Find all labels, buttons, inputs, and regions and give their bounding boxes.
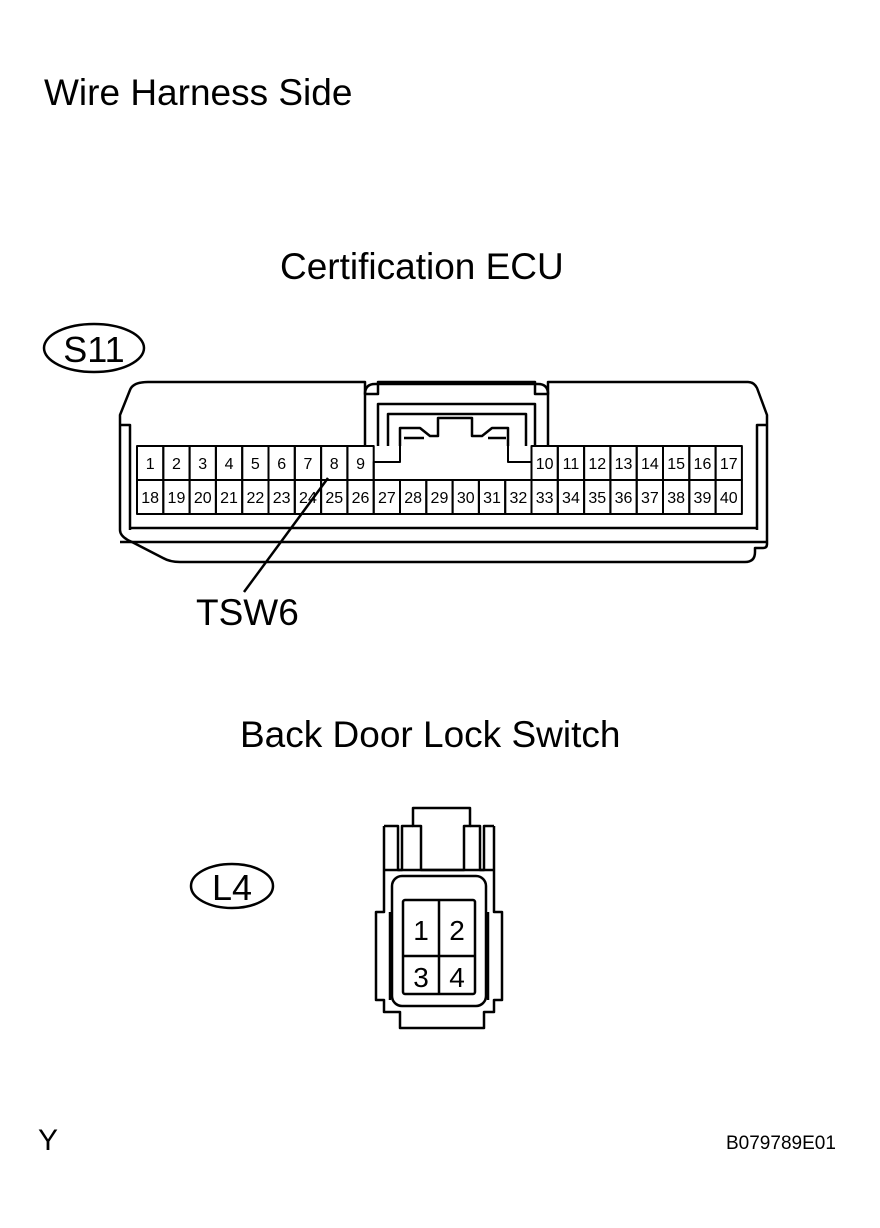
pin-label: 34: [562, 490, 580, 507]
switch-connector-title: Back Door Lock Switch: [240, 714, 621, 755]
switch-pin-label: 1: [413, 915, 429, 946]
pin-label: 6: [277, 456, 286, 473]
pin-label: 29: [431, 490, 449, 507]
pin-label: 1: [146, 456, 155, 473]
pin-label: 32: [509, 490, 527, 507]
s11-connector-id-badge: S11: [42, 322, 146, 374]
grid-gap-edge: [507, 446, 533, 480]
pin-label: 27: [378, 490, 396, 507]
pin-label: 8: [330, 456, 339, 473]
pin-label: 26: [352, 490, 370, 507]
pin-label: 33: [536, 490, 554, 507]
pin-label: 16: [694, 456, 712, 473]
pin-label: 14: [641, 456, 659, 473]
figure-id: B079789E01: [726, 1133, 836, 1154]
pin-label: 13: [615, 456, 633, 473]
switch-pin-label: 4: [449, 962, 465, 993]
pin-label: 10: [536, 456, 554, 473]
pin-label: 3: [198, 456, 207, 473]
pin-label: 37: [641, 490, 659, 507]
pin-label: 28: [404, 490, 422, 507]
pin-label: 25: [325, 490, 343, 507]
pin-label: 36: [615, 490, 633, 507]
tsw6-leader-line: [242, 477, 330, 593]
pin-label: 19: [168, 490, 186, 507]
pin-cell: [714, 479, 743, 515]
ecu-connector-body: [118, 380, 769, 564]
pin-label: 5: [251, 456, 260, 473]
pin-label: 17: [720, 456, 738, 473]
footer-code-left: Y: [38, 1124, 59, 1157]
grid-gap-edge: [372, 446, 401, 480]
pin-label: 18: [141, 490, 159, 507]
switch-pin-label: 3: [413, 962, 429, 993]
pin-label: 39: [694, 490, 712, 507]
pin-label: 15: [667, 456, 685, 473]
pin-label: 35: [588, 490, 606, 507]
l4-connector-id: L4: [212, 867, 252, 908]
tsw6-callout-label: TSW6: [196, 592, 299, 633]
pin-label: 40: [720, 490, 738, 507]
pin-label: 22: [246, 490, 264, 507]
pin-label: 24: [299, 490, 317, 507]
page-title: Wire Harness Side: [44, 72, 353, 113]
l4-connector-id-badge: L4: [189, 862, 275, 910]
pin-label: 7: [303, 456, 312, 473]
pin-label: 38: [667, 490, 685, 507]
pin-label: 2: [172, 456, 181, 473]
pin-label: 20: [194, 490, 212, 507]
pin-label: 30: [457, 490, 475, 507]
pin-label: 11: [563, 456, 580, 473]
switch-pin-label: 2: [449, 915, 465, 946]
switch-connector-body: [374, 806, 504, 1030]
pin-label: 12: [588, 456, 606, 473]
s11-connector-id: S11: [63, 329, 124, 370]
ecu-connector-title: Certification ECU: [280, 246, 564, 287]
pin-label: 31: [483, 490, 501, 507]
pin-label: 4: [225, 456, 234, 473]
pin-label: 21: [220, 490, 238, 507]
pin-label: 9: [356, 456, 365, 473]
pin-label: 23: [273, 490, 291, 507]
